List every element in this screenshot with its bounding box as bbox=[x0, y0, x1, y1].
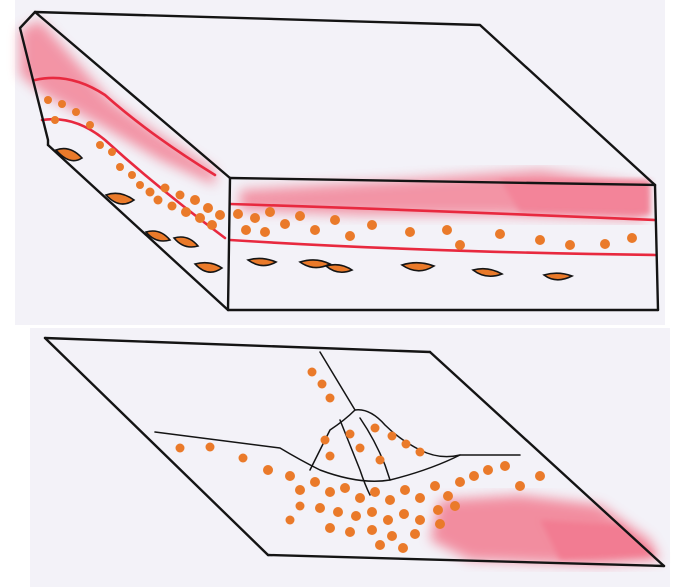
sediment-grain bbox=[295, 211, 305, 221]
sediment-grain bbox=[44, 96, 52, 104]
sediment-grain bbox=[333, 507, 343, 517]
sediment-grain bbox=[400, 485, 410, 495]
sediment-grain bbox=[345, 231, 355, 241]
sediment-grain bbox=[340, 483, 350, 493]
sediment-grain bbox=[402, 440, 411, 449]
sediment-grain bbox=[233, 209, 243, 219]
sediment-grain bbox=[326, 452, 335, 461]
block-diagram bbox=[15, 0, 665, 325]
sediment-grain bbox=[535, 235, 545, 245]
sediment-grain bbox=[203, 203, 213, 213]
sediment-grain bbox=[321, 436, 330, 445]
sediment-grain bbox=[433, 505, 443, 515]
sediment-grain bbox=[308, 368, 317, 377]
sediment-grain bbox=[86, 121, 94, 129]
sediment-grain bbox=[330, 215, 340, 225]
sediment-grain bbox=[442, 225, 452, 235]
sediment-grain bbox=[450, 501, 460, 511]
sediment-grain bbox=[415, 493, 425, 503]
sediment-grain bbox=[239, 454, 248, 463]
sediment-grain bbox=[176, 191, 185, 200]
sediment-grain bbox=[469, 471, 479, 481]
sediment-grain bbox=[410, 529, 420, 539]
sediment-grain bbox=[206, 443, 215, 452]
sediment-grain bbox=[515, 481, 525, 491]
sediment-grain bbox=[325, 487, 335, 497]
sediment-grain bbox=[535, 471, 545, 481]
sediment-grain bbox=[416, 448, 425, 457]
sediment-grain bbox=[455, 240, 465, 250]
sediment-grain bbox=[443, 491, 453, 501]
sediment-grain bbox=[296, 502, 305, 511]
sediment-grain bbox=[435, 519, 445, 529]
sediment-grain bbox=[345, 527, 355, 537]
sediment-grain bbox=[355, 493, 365, 503]
sediment-grain bbox=[387, 531, 397, 541]
sediment-grain bbox=[385, 495, 395, 505]
sediment-grain bbox=[367, 507, 377, 517]
sediment-grain bbox=[280, 219, 290, 229]
sediment-grain bbox=[370, 487, 380, 497]
sediment-grain bbox=[190, 195, 200, 205]
sediment-grain bbox=[168, 202, 177, 211]
sediment-grain bbox=[627, 233, 637, 243]
sediment-grain bbox=[371, 424, 380, 433]
sediment-grain bbox=[146, 188, 155, 197]
sediment-grain bbox=[195, 213, 205, 223]
sediment-grain bbox=[260, 227, 270, 237]
sediment-grain bbox=[176, 444, 185, 453]
sediment-grain bbox=[263, 465, 273, 475]
sediment-grain bbox=[375, 540, 385, 550]
sediment-grain bbox=[351, 511, 361, 521]
sediment-grain bbox=[310, 477, 320, 487]
sediment-grain bbox=[600, 239, 610, 249]
sediment-grain bbox=[250, 213, 260, 223]
sediment-grain bbox=[430, 481, 440, 491]
sediment-grain bbox=[367, 525, 377, 535]
sediment-grain bbox=[325, 523, 335, 533]
sediment-grain bbox=[326, 394, 335, 403]
sediment-grain bbox=[399, 509, 409, 519]
sediment-grain bbox=[241, 225, 251, 235]
sediment-grain bbox=[285, 471, 295, 481]
sediment-grain bbox=[415, 515, 425, 525]
sediment-grain bbox=[161, 184, 170, 193]
sediment-grain bbox=[388, 432, 397, 441]
sediment-grain bbox=[455, 477, 465, 487]
sediment-grain bbox=[58, 100, 66, 108]
sediment-grain bbox=[405, 227, 415, 237]
sediment-grain bbox=[318, 380, 327, 389]
sediment-grain bbox=[207, 220, 217, 230]
plan-view bbox=[30, 328, 670, 587]
sediment-grain bbox=[72, 108, 80, 116]
sediment-grain bbox=[181, 207, 191, 217]
sediment-grain bbox=[96, 141, 104, 149]
sediment-grain bbox=[565, 240, 575, 250]
sediment-grain bbox=[356, 444, 365, 453]
sediment-grain bbox=[286, 516, 295, 525]
sediment-grain bbox=[265, 207, 275, 217]
sediment-grain bbox=[154, 196, 163, 205]
sediment-grain bbox=[295, 485, 305, 495]
sediment-grain bbox=[215, 210, 225, 220]
sediment-grain bbox=[483, 465, 493, 475]
sediment-grain bbox=[51, 116, 59, 124]
sediment-grain bbox=[398, 543, 408, 553]
sediment-grain bbox=[495, 229, 505, 239]
sediment-grain bbox=[367, 220, 377, 230]
sediment-grain bbox=[310, 225, 320, 235]
sediment-grain bbox=[383, 515, 393, 525]
sediment-grain bbox=[346, 430, 355, 439]
sediment-grain bbox=[315, 503, 325, 513]
sediment-grain bbox=[108, 148, 116, 156]
sediment-grain bbox=[500, 461, 510, 471]
sediment-grain bbox=[116, 163, 124, 171]
sediment-grain bbox=[136, 181, 144, 189]
sediment-grain bbox=[128, 171, 136, 179]
sediment-grain bbox=[376, 456, 385, 465]
